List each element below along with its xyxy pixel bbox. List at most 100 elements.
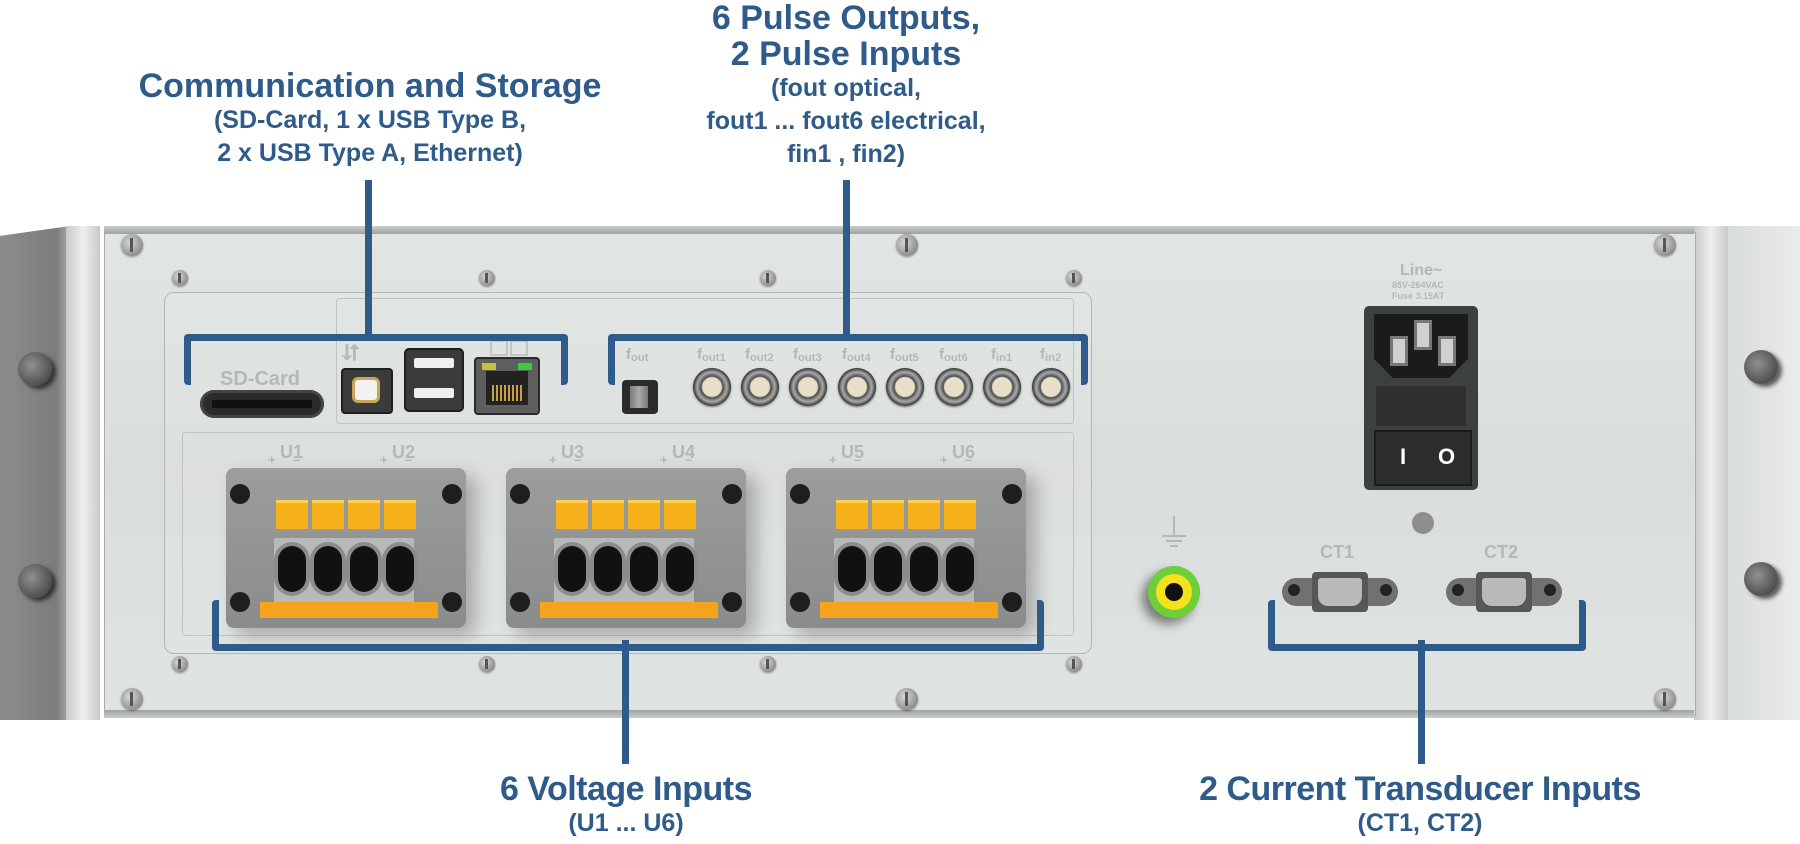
terminal-hole[interactable] — [910, 546, 938, 592]
screw-icon — [121, 234, 143, 256]
usb-type-a-port-1[interactable] — [414, 358, 454, 368]
iec-power-inlet[interactable] — [1374, 314, 1468, 378]
usb-type-a-ports[interactable] — [404, 348, 464, 412]
terminal-lever[interactable] — [384, 500, 416, 529]
sd-card-slot[interactable] — [200, 390, 324, 418]
pulse-port-label: fout4 — [842, 346, 871, 364]
fout-optical-port[interactable] — [622, 380, 658, 414]
fin1-connector[interactable] — [983, 368, 1021, 406]
panel-bottom-edge — [104, 710, 1694, 718]
screw-icon — [121, 688, 143, 710]
screw-icon — [172, 270, 188, 286]
screw-icon — [1066, 270, 1082, 286]
terminal-hole[interactable] — [874, 546, 902, 592]
usb-type-b-port[interactable] — [341, 368, 393, 414]
terminal-hole[interactable] — [558, 546, 586, 592]
pulse-port-label: fout1 — [697, 346, 726, 364]
terminal-block-u1-u2[interactable] — [226, 468, 466, 628]
screw-icon — [760, 270, 776, 286]
callout-current: 2 Current Transducer Inputs (CT1, CT2) — [1140, 770, 1700, 838]
terminal-lever[interactable] — [944, 500, 976, 529]
screw-icon — [1066, 656, 1082, 672]
polarity-minus: – — [685, 452, 693, 467]
callout-pulse-title2: 2 Pulse Inputs — [730, 35, 962, 73]
polarity-plus: + — [829, 452, 837, 467]
power-title: Line~ — [1400, 262, 1443, 279]
panel-top-edge — [104, 226, 1694, 234]
thumbscrew-icon[interactable] — [1744, 562, 1778, 596]
power-switch-on-label: I — [1400, 444, 1407, 469]
terminal-lever[interactable] — [312, 500, 344, 529]
power-voltage-spec: 85V-264VAC — [1392, 280, 1444, 290]
callout-communication-title: Communication and Storage — [138, 67, 602, 105]
terminal-hole[interactable] — [594, 546, 622, 592]
polarity-minus: – — [574, 452, 582, 467]
callout-pulse-line2: fout1 ... fout6 electrical, — [706, 107, 986, 135]
screw-icon — [896, 234, 918, 256]
callout-communication-line2: 2 x USB Type A, Ethernet) — [217, 139, 523, 167]
rack-ear-right — [1722, 226, 1800, 720]
ground-terminal[interactable] — [1148, 566, 1200, 618]
voltage-channel-label: U6 — [952, 442, 976, 462]
terminal-lever[interactable] — [628, 500, 660, 529]
terminal-block-u3-u4[interactable] — [506, 468, 746, 628]
current-bracket — [1268, 600, 1586, 651]
terminal-hole[interactable] — [630, 546, 658, 592]
current-leader-line — [1418, 640, 1425, 764]
usb-type-a-port-2[interactable] — [414, 388, 454, 398]
terminal-hole[interactable] — [946, 546, 974, 592]
fout3-connector[interactable] — [789, 368, 827, 406]
rack-rail-left — [66, 226, 100, 720]
polarity-minus: – — [405, 452, 413, 467]
callout-pulse-line1: (fout optical, — [771, 74, 921, 102]
terminal-hole[interactable] — [838, 546, 866, 592]
terminal-lever[interactable] — [872, 500, 904, 529]
fout4-connector[interactable] — [838, 368, 876, 406]
power-fuse-spec: Fuse 3.15AT — [1392, 291, 1445, 301]
fout2-connector[interactable] — [741, 368, 779, 406]
rack-rail-right — [1694, 226, 1728, 720]
pulse-port-label: fout6 — [939, 346, 968, 364]
terminal-lever[interactable] — [908, 500, 940, 529]
terminal-lever[interactable] — [276, 500, 308, 529]
callout-current-sub: (CT1, CT2) — [1357, 809, 1483, 837]
screw-icon — [479, 270, 495, 286]
callout-voltage-sub: (U1 ... U6) — [568, 809, 684, 837]
terminal-hole[interactable] — [278, 546, 306, 592]
sd-card-label: SD-Card — [220, 368, 301, 390]
voltage-channel-label: U1 — [280, 442, 304, 462]
fout5-connector[interactable] — [886, 368, 924, 406]
fin2-connector[interactable] — [1032, 368, 1070, 406]
pulse-port-label: fout2 — [745, 346, 774, 364]
ethernet-led-legend-icon — [510, 340, 528, 356]
ethernet-port[interactable] — [474, 357, 540, 415]
terminal-lever[interactable] — [836, 500, 868, 529]
screw-icon — [1654, 234, 1676, 256]
terminal-hole[interactable] — [314, 546, 342, 592]
terminal-hole[interactable] — [666, 546, 694, 592]
callout-pulse-title1: 6 Pulse Outputs, — [711, 0, 981, 37]
ethernet-led-left — [482, 363, 496, 370]
polarity-plus: + — [380, 452, 388, 467]
fout1-connector[interactable] — [693, 368, 731, 406]
pulse-port-label: fout3 — [793, 346, 822, 364]
terminal-block-u5-u6[interactable] — [786, 468, 1026, 628]
power-switch-off-label: O — [1438, 444, 1456, 469]
fout6-connector[interactable] — [935, 368, 973, 406]
terminal-hole[interactable] — [350, 546, 378, 592]
voltage-channel-label: U3 — [561, 442, 585, 462]
terminal-lever[interactable] — [348, 500, 380, 529]
terminal-hole[interactable] — [386, 546, 414, 592]
power-switch[interactable]: I O — [1374, 430, 1472, 486]
ct1-dsub-connector[interactable] — [1282, 572, 1398, 612]
ct2-dsub-connector[interactable] — [1446, 572, 1562, 612]
terminal-lever[interactable] — [592, 500, 624, 529]
terminal-lever[interactable] — [664, 500, 696, 529]
thumbscrew-icon[interactable] — [18, 564, 52, 598]
thumbscrew-icon[interactable] — [18, 352, 52, 386]
thumbscrew-icon[interactable] — [1744, 350, 1778, 384]
fuse-drawer[interactable] — [1376, 386, 1466, 426]
comm-leader-line — [365, 180, 372, 338]
terminal-lever[interactable] — [556, 500, 588, 529]
pulse-port-label: fout — [626, 346, 649, 364]
